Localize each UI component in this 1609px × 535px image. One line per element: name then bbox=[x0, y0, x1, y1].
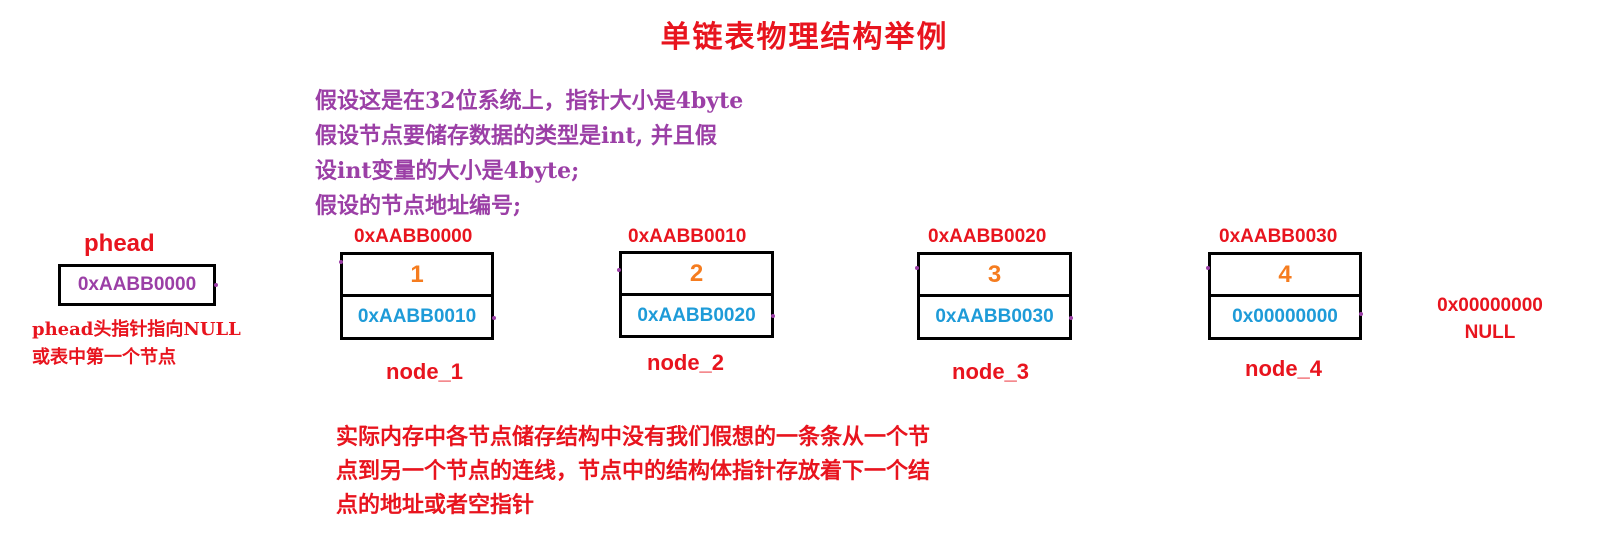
node-2-data: 2 bbox=[689, 260, 704, 287]
connector-dot bbox=[617, 268, 621, 272]
node-4-name: node_4 bbox=[1245, 356, 1323, 381]
phead-note-line: phead头指针指向NULL bbox=[32, 319, 241, 340]
connector-dot bbox=[1206, 266, 1210, 270]
assumption-line: 假设节点要储存数据的类型是int, 并且假 bbox=[315, 123, 717, 149]
node-divider bbox=[343, 294, 491, 297]
node-3-name: node_3 bbox=[952, 359, 1030, 384]
connector-dot bbox=[339, 260, 343, 264]
node-2-name: node_2 bbox=[647, 350, 725, 375]
node-2-next-pointer: 0xAABB0020 bbox=[637, 305, 756, 326]
node-3-next-pointer: 0xAABB0030 bbox=[935, 306, 1054, 327]
assumption-line: 假设这是在32位系统上，指针大小是4byte bbox=[315, 88, 744, 114]
connector-dot bbox=[771, 314, 775, 318]
connector-dot bbox=[1069, 316, 1073, 320]
node-3-box: 3 0xAABB0030 bbox=[917, 252, 1072, 340]
connector-dot bbox=[915, 266, 919, 270]
node-4-data: 4 bbox=[1278, 261, 1292, 288]
node-divider bbox=[920, 294, 1069, 297]
node-2-box: 2 0xAABB0020 bbox=[619, 251, 774, 338]
node-2-address: 0xAABB0010 bbox=[628, 226, 747, 247]
phead-label: phead bbox=[84, 230, 155, 257]
node-3-data: 3 bbox=[987, 261, 1002, 288]
connector-dot bbox=[1359, 312, 1363, 316]
diagram-title: 单链表物理结构举例 bbox=[660, 20, 949, 55]
node-1-address: 0xAABB0000 bbox=[354, 226, 473, 247]
connector-dot bbox=[492, 316, 496, 320]
node-4-box: 4 0x00000000 bbox=[1208, 252, 1362, 340]
node-divider bbox=[622, 293, 771, 296]
node-4-next-pointer: 0x00000000 bbox=[1232, 306, 1338, 327]
connector-dot bbox=[214, 283, 218, 287]
node-1-name: node_1 bbox=[386, 359, 464, 384]
assumption-line: 设int变量的大小是4byte; bbox=[315, 158, 580, 184]
explanation-note: 实际内存中各节点储存结构中没有我们假想的一条条从一个节 点到另一个节点的连线，节… bbox=[336, 420, 930, 522]
node-1-data: 1 bbox=[410, 261, 424, 288]
node-1-next-pointer: 0xAABB0010 bbox=[357, 306, 477, 327]
node-divider bbox=[1211, 294, 1359, 297]
node-4-address: 0xAABB0030 bbox=[1219, 226, 1338, 247]
node-3-address: 0xAABB0020 bbox=[928, 226, 1047, 247]
assumption-notes: 假设这是在32位系统上，指针大小是4byte 假设节点要储存数据的类型是int,… bbox=[315, 84, 875, 224]
null-address: 0x00000000 bbox=[1437, 295, 1543, 316]
phead-note-line: 或表中第一个节点 bbox=[32, 347, 176, 368]
explanation-line: 点的地址或者空指针 bbox=[336, 492, 535, 518]
phead-pointer-box: 0xAABB0000 bbox=[58, 264, 216, 306]
explanation-line: 点到另一个节点的连线，节点中的结构体指针存放着下一个结 bbox=[336, 458, 931, 484]
null-terminator: 0x00000000 NULL bbox=[1420, 292, 1560, 346]
assumption-line: 假设的节点地址编号; bbox=[315, 193, 522, 219]
node-1-box: 1 0xAABB0010 bbox=[340, 252, 494, 340]
phead-note: phead头指针指向NULL 或表中第一个节点 bbox=[32, 316, 241, 372]
explanation-line: 实际内存中各节点储存结构中没有我们假想的一条条从一个节 bbox=[336, 424, 931, 450]
null-label: NULL bbox=[1464, 322, 1516, 343]
